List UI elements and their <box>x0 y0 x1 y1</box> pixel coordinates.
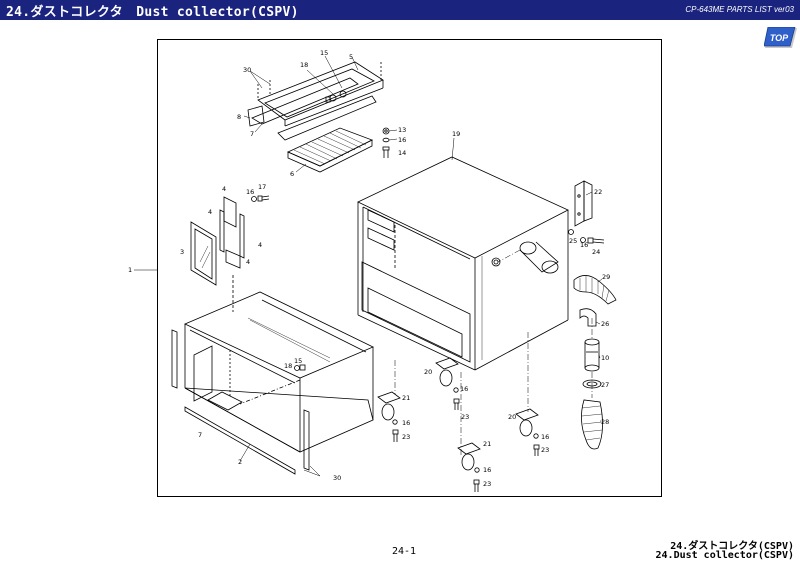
filter-holder-assembly <box>247 61 384 141</box>
part-label: 1 <box>128 266 132 274</box>
part-label: 23 <box>483 480 491 488</box>
bracket-4a <box>223 196 237 228</box>
part-label: 28 <box>601 418 609 426</box>
part-label: 7 <box>250 130 254 138</box>
screw-set-13-16-14 <box>382 127 390 158</box>
canister-10 <box>584 338 600 372</box>
diagram-frame <box>157 39 662 497</box>
part-label: 29 <box>602 273 610 281</box>
part-label: 20 <box>424 368 432 376</box>
part-label: 23 <box>541 446 549 454</box>
bracket-4d <box>225 249 241 269</box>
filter-element <box>287 127 373 173</box>
part-label: 30 <box>333 474 341 482</box>
hose-29 <box>573 275 617 305</box>
part-label: 14 <box>398 149 406 157</box>
page-number: 24-1 <box>392 546 417 557</box>
part-label: 16 <box>483 466 491 474</box>
part-label: 21 <box>483 440 491 448</box>
main-cabinet-19 <box>357 156 569 371</box>
part-label: 16 <box>541 433 549 441</box>
part-label: 18 <box>284 362 292 370</box>
part-label: 21 <box>402 394 410 402</box>
footer-title-jp: 24.ダストコレクタ(CSPV) <box>670 541 794 552</box>
part-label: 17 <box>258 183 266 191</box>
part-label: 16 <box>402 419 410 427</box>
part-label: 20 <box>508 413 516 421</box>
part-label: 16 <box>460 385 468 393</box>
bag-28 <box>581 399 603 450</box>
bracket-22 <box>574 180 593 227</box>
footer-title-en: 24.Dust collector(CSPV) <box>655 550 794 561</box>
bolt-18-15-lower <box>294 364 306 371</box>
part-label: 22 <box>594 188 602 196</box>
top-arrow-icon: TOP <box>764 27 797 48</box>
window-panel-3 <box>190 221 217 286</box>
header-bar: 24.ダストコレクタ Dust collector(CSPV) CP-643ME… <box>0 0 800 20</box>
part-label: 25 <box>569 237 577 245</box>
part-label: 27 <box>601 381 609 389</box>
part-label: 23 <box>402 433 410 441</box>
bracket-4c <box>239 213 245 259</box>
part-label: 4 <box>222 185 226 193</box>
elbow-26 <box>579 308 597 327</box>
plate-7-lower <box>207 391 243 411</box>
part-label: 6 <box>290 170 294 178</box>
part-label: 2 <box>238 458 242 466</box>
part-label: 5 <box>349 53 353 61</box>
part-label: 26 <box>601 320 609 328</box>
part-label: 30 <box>243 66 251 74</box>
bracket-4b <box>219 209 225 253</box>
page-title: 24.ダストコレクタ Dust collector(CSPV) <box>6 5 299 20</box>
caster-20-right <box>515 408 540 456</box>
part-label: 8 <box>237 113 241 121</box>
outlet-duct <box>519 241 559 274</box>
part-label: 13 <box>398 126 406 134</box>
caster-21-bottom <box>457 442 481 492</box>
part-label: 3 <box>180 248 184 256</box>
caster-20-center <box>435 357 460 410</box>
part-label: 16 <box>398 136 406 144</box>
parts-list-version: CP-643ME PARTS LIST ver03 <box>685 5 794 14</box>
part-label: 15 <box>320 49 328 57</box>
dust-box-2 <box>184 291 374 453</box>
part-label: 24 <box>592 248 600 256</box>
part-label: 23 <box>461 413 469 421</box>
part-label: 18 <box>300 61 308 69</box>
part-label: 19 <box>452 130 460 138</box>
part-label: 7 <box>198 431 202 439</box>
part-label: 4 <box>258 241 262 249</box>
part-label: 16 <box>246 188 254 196</box>
top-button[interactable]: TOP <box>764 27 798 49</box>
part-label: 10 <box>601 354 609 362</box>
top-button-label: TOP <box>770 33 789 43</box>
part-label: 4 <box>246 258 250 266</box>
part-label: 16 <box>580 241 588 249</box>
part-label: 15 <box>294 357 302 365</box>
bolt-25-16-24 <box>568 229 605 244</box>
bolt-16-17 <box>251 195 270 202</box>
part-label: 4 <box>208 208 212 216</box>
caster-21-left <box>377 391 401 442</box>
